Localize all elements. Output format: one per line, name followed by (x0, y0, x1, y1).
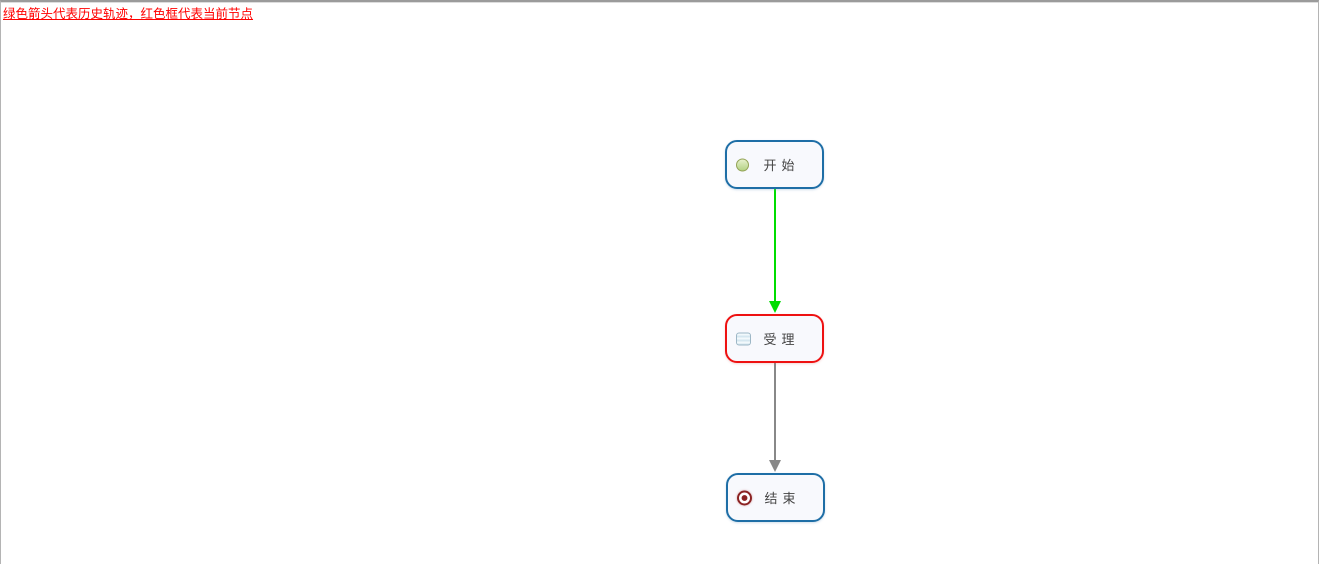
flow-node-start[interactable]: 开始 (725, 140, 824, 189)
flow-node-accept-current[interactable]: 受理 (725, 314, 824, 363)
flow-node-start-label: 开始 (763, 158, 800, 173)
start-event-icon (736, 158, 749, 171)
task-icon (736, 332, 751, 345)
edge-accept-to-end-arrowhead (769, 460, 781, 472)
flow-node-accept-label: 受理 (763, 332, 800, 347)
legend-text: 绿色箭头代表历史轨迹，红色框代表当前节点 (3, 7, 254, 21)
edge-start-to-accept-arrowhead (769, 301, 781, 313)
end-event-icon (737, 490, 752, 505)
flow-node-end[interactable]: 结束 (726, 473, 825, 522)
flow-node-end-label: 结束 (764, 491, 801, 506)
